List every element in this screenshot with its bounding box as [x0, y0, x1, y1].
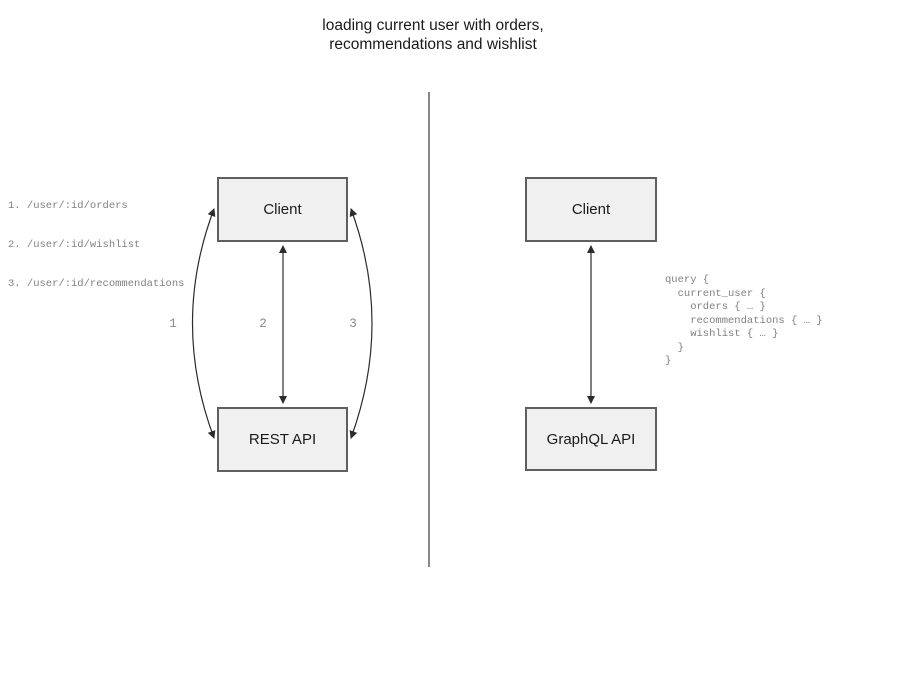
- graphql-client-label: Client: [571, 201, 611, 218]
- diagram-title: loading current user with orders, recomm…: [133, 16, 733, 54]
- rest-api-node: REST API: [217, 407, 348, 472]
- graphql-api-node: GraphQL API: [525, 407, 657, 471]
- diagram-title-line2: recommendations and wishlist: [329, 36, 537, 53]
- rest-arrow-label-3: 3: [349, 317, 357, 331]
- graphql-query-code: query { current_user { orders { … } reco…: [665, 274, 823, 367]
- rest-client-node: Client: [217, 177, 348, 242]
- rest-arrow-label-1: 1: [169, 317, 177, 331]
- rest-endpoint-list: 1. /user/:id/orders 2. /user/:id/wishlis…: [8, 174, 184, 304]
- rest-api-label: REST API: [248, 431, 317, 448]
- rest-endpoint-wishlist: 2. /user/:id/wishlist: [8, 239, 141, 251]
- rest-arrow-1-curve: [191, 208, 216, 439]
- rest-arrow-label-2: 2: [259, 317, 267, 331]
- graphql-client-node: Client: [525, 177, 657, 242]
- rest-client-label: Client: [263, 201, 302, 218]
- diagram-title-line1: loading current user with orders,: [322, 17, 544, 34]
- rest-endpoint-orders: 1. /user/:id/orders: [8, 200, 128, 212]
- graphql-api-label: GraphQL API: [546, 430, 636, 448]
- rest-endpoint-recommendations: 3. /user/:id/recommendations: [8, 278, 185, 290]
